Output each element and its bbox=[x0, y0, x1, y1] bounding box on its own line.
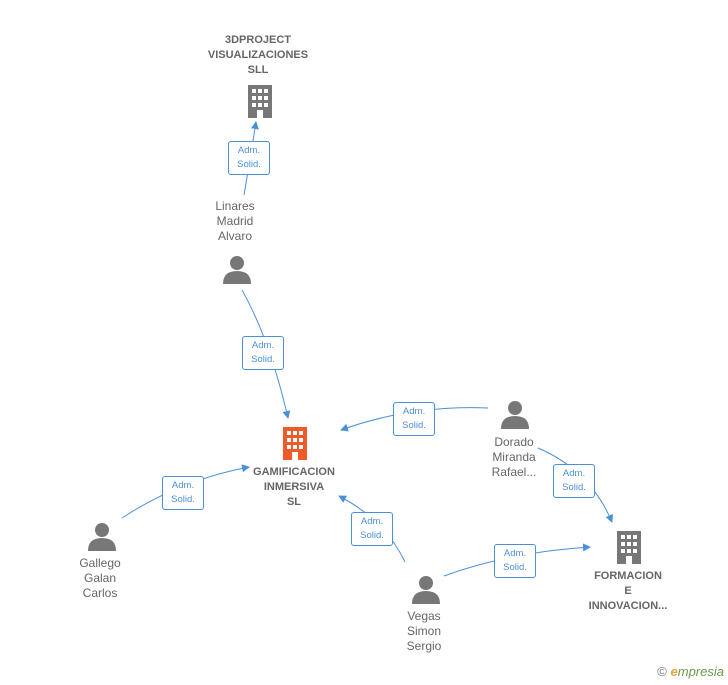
copyright-icon: © bbox=[657, 664, 667, 679]
person-icon bbox=[88, 523, 116, 551]
person-icon bbox=[412, 576, 440, 604]
person-icon bbox=[223, 256, 251, 284]
node-label: Gallego Galan Carlos bbox=[79, 556, 121, 600]
node-formacion[interactable]: FORMACION E INNOVACION... bbox=[573, 569, 683, 614]
node-dorado[interactable]: Dorado Miranda Rafael... bbox=[474, 435, 554, 480]
edge-label-linares-gamificacion[interactable]: Adm.Solid. bbox=[242, 336, 284, 370]
node-label: 3DPROJECT VISUALIZACIONES SLL bbox=[207, 34, 309, 76]
edge-label-vegas-formacion[interactable]: Adm.Solid. bbox=[494, 544, 536, 578]
edge-label-linares-project3d[interactable]: Adm.Solid. bbox=[228, 141, 270, 175]
node-label: Dorado Miranda Rafael... bbox=[491, 435, 537, 479]
node-label: Vegas Simon Sergio bbox=[406, 609, 442, 653]
person-icon bbox=[501, 401, 529, 429]
node-label: FORMACION E INNOVACION... bbox=[588, 570, 668, 612]
node-gamificacion[interactable]: GAMIFICACION INMERSIVA SL bbox=[234, 465, 354, 510]
node-gallego[interactable]: Gallego Galan Carlos bbox=[60, 556, 140, 601]
brand-name: mpresia bbox=[677, 664, 724, 679]
edge-label-vegas-gamificacion[interactable]: Adm.Solid. bbox=[351, 512, 393, 546]
node-label: Linares Madrid Alvaro bbox=[215, 199, 255, 243]
building-main-icon bbox=[283, 427, 307, 460]
building-icon bbox=[248, 85, 272, 118]
edge-label-dorado-formacion[interactable]: Adm.Solid. bbox=[553, 464, 595, 498]
node-label: GAMIFICACION INMERSIVA SL bbox=[253, 466, 335, 508]
brand-initial: e bbox=[670, 664, 678, 679]
edge-label-dorado-gamificacion[interactable]: Adm.Solid. bbox=[393, 402, 435, 436]
node-3dproject[interactable]: 3DPROJECT VISUALIZACIONES SLL bbox=[198, 33, 318, 78]
watermark: © empresia bbox=[657, 664, 724, 679]
node-vegas[interactable]: Vegas Simon Sergio bbox=[384, 609, 464, 654]
edge-label-gallego-gamificacion[interactable]: Adm.Solid. bbox=[162, 476, 204, 510]
building-icon bbox=[617, 531, 641, 564]
node-linares[interactable]: Linares Madrid Alvaro bbox=[195, 199, 275, 244]
